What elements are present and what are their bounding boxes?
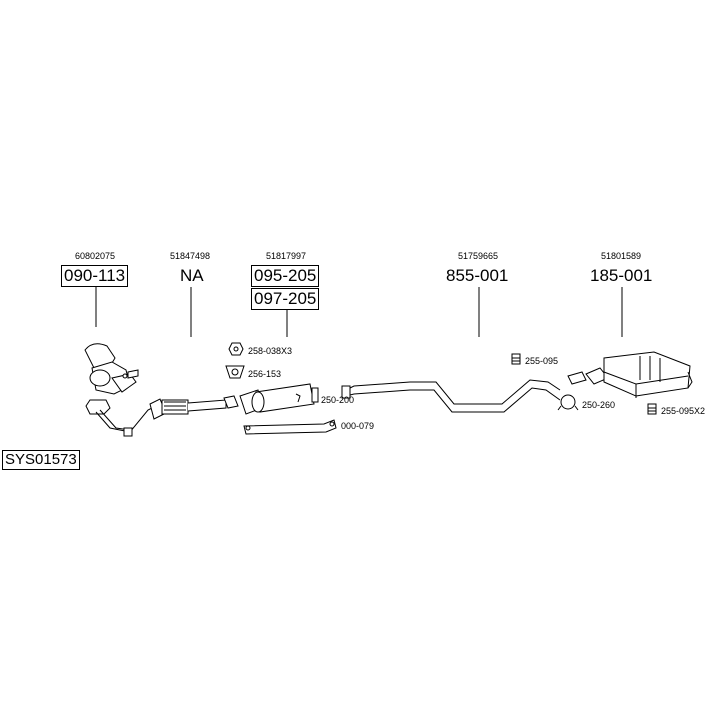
center-pipe-part <box>341 379 561 413</box>
accessory-label-1: 258-038X3 <box>248 346 293 356</box>
accessory-clamp-icon-2 <box>647 403 657 415</box>
part-code-1: 090-113 <box>61 265 129 287</box>
oe-number-4: 51759665 <box>458 251 499 261</box>
accessory-label-4: 000-079 <box>341 421 375 431</box>
accessory-label-5: 255-095 <box>525 356 559 366</box>
part-code-2: NA <box>180 266 204 285</box>
particulate-filter-part <box>239 383 319 415</box>
oe-number-1: 60802075 <box>75 251 116 261</box>
accessory-flange-icon <box>225 365 245 379</box>
accessory-rubber-mount-icon <box>243 419 337 435</box>
accessory-gasket-icon <box>228 342 244 356</box>
part-code-3a: 095-205 <box>251 265 320 287</box>
accessory-label-6: 250-260 <box>582 400 616 410</box>
oe-number-5: 51801589 <box>601 251 642 261</box>
part-code-5: 185-001 <box>590 266 653 285</box>
catalytic-converter-part <box>84 343 139 395</box>
system-code: SYS01573 <box>2 450 80 470</box>
accessory-label-3: 250-200 <box>321 395 355 405</box>
part-code-4: 855-001 <box>446 266 509 285</box>
oe-number-2: 51847498 <box>170 251 211 261</box>
accessory-clamp-icon-1 <box>511 353 521 365</box>
accessory-label-2: 256-153 <box>248 369 282 379</box>
front-pipe-part <box>85 395 239 437</box>
rear-silencer-part <box>567 351 693 398</box>
accessory-label-7: 255-095X2 <box>661 406 706 416</box>
accessory-ring-icon <box>557 394 579 411</box>
oe-number-3: 51817997 <box>266 251 307 261</box>
part-code-3b: 097-205 <box>251 288 320 310</box>
